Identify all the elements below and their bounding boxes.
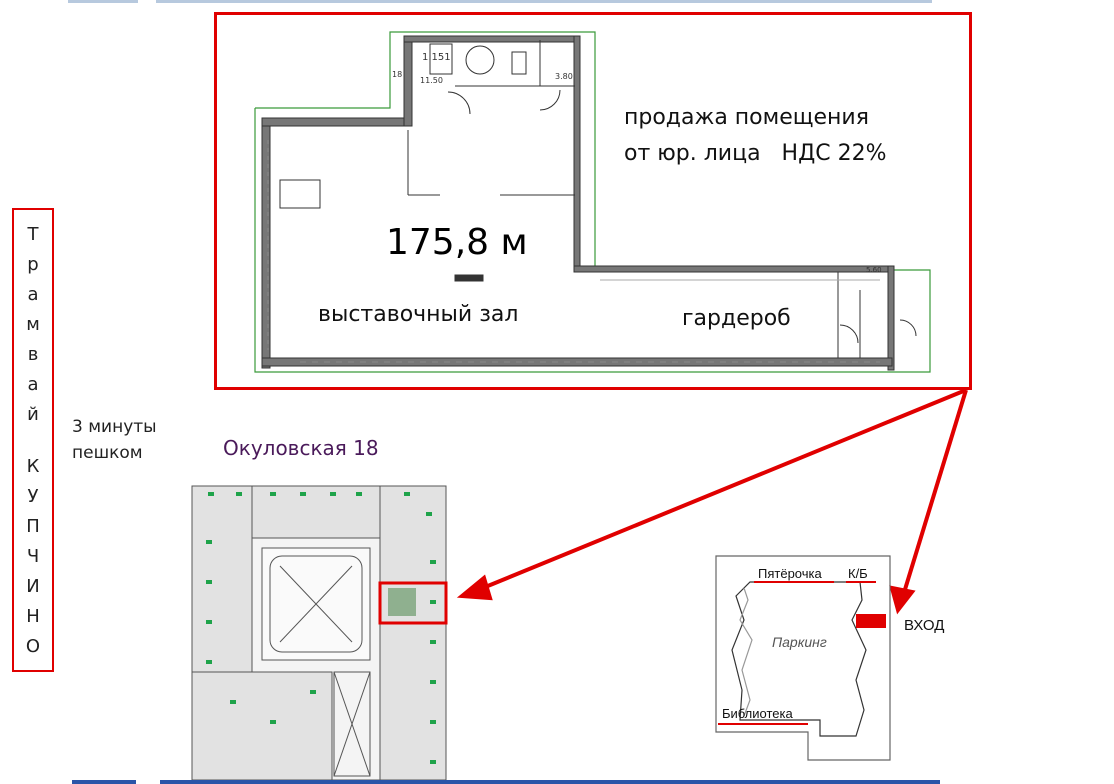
- site-location-map: [715, 555, 891, 761]
- tram-letter: О: [25, 636, 41, 657]
- tram-letter: р: [27, 254, 39, 275]
- top-divider-right: [156, 0, 932, 3]
- tram-letter: й: [27, 404, 39, 425]
- tram-letter: м: [26, 314, 40, 335]
- dimension-label: 3.80: [555, 72, 573, 81]
- pointer-arrows: [456, 388, 968, 615]
- tram-letter: в: [27, 344, 39, 365]
- shop-label: Пятёрочка: [758, 566, 822, 581]
- top-divider-left: [68, 0, 138, 3]
- building-block-plan: [191, 485, 448, 781]
- walk-line-2: пешком: [72, 443, 143, 463]
- dimension-label: 18: [392, 70, 403, 79]
- tram-letter: Ч: [26, 546, 40, 567]
- room-label-hall: выставочный зал: [318, 302, 519, 327]
- tram-letter: К: [26, 456, 40, 477]
- address-label: Окуловская 18: [223, 436, 379, 460]
- bottom-divider-right: [160, 780, 940, 784]
- parking-label: Паркинг: [772, 634, 827, 650]
- library-label: Библиотека: [722, 706, 793, 721]
- tram-letter: Н: [26, 606, 40, 627]
- tram-letter: У: [27, 486, 39, 507]
- sale-info: продажа помещения от юр. лица НДС 22%: [624, 100, 887, 172]
- tram-letter: а: [27, 374, 39, 395]
- walk-time: 3 минуты пешком: [72, 414, 157, 466]
- tram-letter: Т: [27, 224, 39, 245]
- unit-area: 175,8 м: [386, 222, 528, 263]
- tram-letter: П: [26, 516, 40, 537]
- bottom-divider-left: [72, 780, 136, 784]
- tram-label-box: Т р а м в а й К У П Ч И Н О: [12, 208, 54, 672]
- tram-letter: И: [26, 576, 40, 597]
- unit-floor-plan: [254, 31, 931, 373]
- dimension-label: 5.60: [866, 266, 882, 274]
- dimension-label: 11.50: [420, 76, 443, 85]
- room-code-label: 1.151: [422, 52, 451, 63]
- entrance-label: ВХОД: [904, 617, 945, 634]
- walk-line-1: 3 минуты: [72, 417, 157, 437]
- room-label-wardrobe: гардероб: [682, 306, 791, 331]
- sale-line-1: продажа помещения: [624, 105, 869, 130]
- unit-highlight-frame: [214, 12, 972, 390]
- tram-letter: а: [27, 284, 39, 305]
- kb-label: К/Б: [848, 566, 868, 581]
- sale-line-2: от юр. лица НДС 22%: [624, 141, 887, 166]
